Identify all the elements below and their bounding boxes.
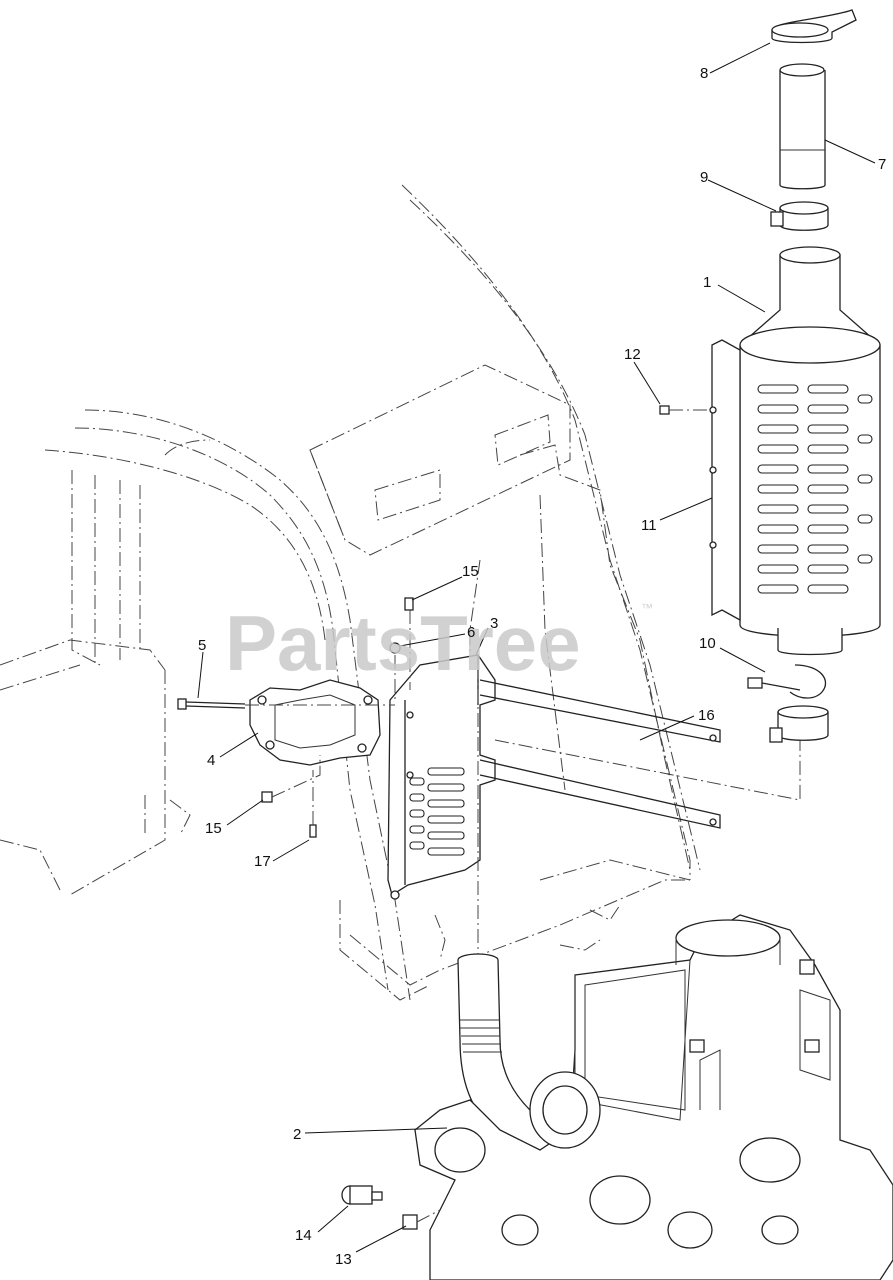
callout-17: 17 — [254, 853, 271, 870]
callout-3: 3 — [490, 615, 498, 632]
callout-2: 2 — [293, 1126, 301, 1143]
callout-10: 10 — [699, 635, 716, 652]
callout-7: 7 — [878, 156, 886, 173]
callout-5: 5 — [198, 637, 206, 654]
muffler-slots — [757, 384, 873, 594]
muffler-assembly — [709, 246, 881, 656]
callout-4: 4 — [207, 752, 215, 769]
phantom-connector-13 — [416, 1209, 441, 1223]
exhaust-elbow-2 — [457, 953, 561, 1161]
bolt-12 — [659, 405, 670, 415]
callout-12: 12 — [624, 346, 641, 363]
callout-1: 1 — [703, 274, 711, 291]
callout-6: 6 — [467, 624, 475, 641]
callout-16: 16 — [698, 707, 715, 724]
engine-block — [414, 914, 893, 1280]
clamp-9 — [770, 201, 829, 231]
callout-15-upper: 15 — [462, 563, 479, 580]
bolt-15-upper — [404, 597, 414, 611]
callout-13: 13 — [335, 1251, 352, 1268]
callout-11: 11 — [641, 517, 657, 534]
sensor-14 — [341, 1185, 383, 1205]
partstree-watermark: PartsTree ™ — [225, 599, 653, 687]
bolt-5 — [177, 698, 246, 710]
callout-8: 8 — [700, 65, 708, 82]
callout-14: 14 — [295, 1227, 312, 1244]
phantom-right-line — [494, 730, 801, 801]
clamp-10 — [747, 664, 829, 743]
svg-text:PartsTree: PartsTree — [225, 599, 581, 687]
clip-15-lower — [261, 791, 273, 803]
callouts: 1 2 3 4 5 6 7 8 9 10 11 12 13 14 15 15 1… — [198, 65, 886, 1268]
callout-9: 9 — [700, 169, 708, 186]
tailpipe-7 — [779, 63, 826, 190]
rops-frame-phantom — [0, 184, 701, 1001]
support-rods — [479, 679, 721, 829]
mounting-plate — [249, 679, 381, 766]
rain-cap-8 — [771, 9, 857, 44]
nut-6 — [389, 642, 401, 654]
leader-lines — [197, 42, 876, 1253]
bracket-slots — [409, 767, 465, 856]
phantom-clip-line — [271, 755, 321, 798]
svg-text:™: ™ — [641, 601, 653, 615]
heat-shield-bracket — [387, 654, 496, 900]
callout-15-lower: 15 — [205, 820, 222, 837]
screw-17 — [309, 824, 317, 838]
